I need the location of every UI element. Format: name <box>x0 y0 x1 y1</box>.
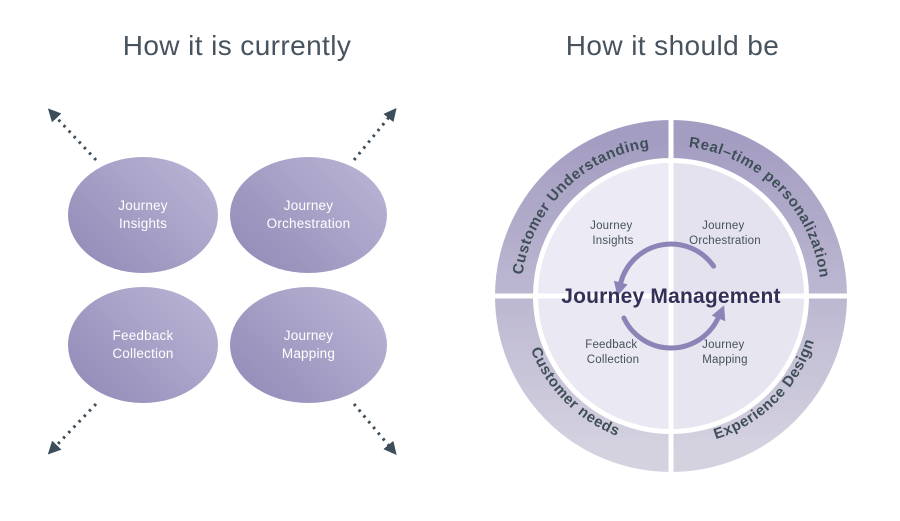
bubble-journey-orchestration: Journey Orchestration <box>230 157 387 273</box>
quadrant-top-right <box>671 163 804 296</box>
cycle-arrows-icon <box>613 241 726 351</box>
expand-arrow-top-right-icon <box>352 107 397 161</box>
bubble-label-line: Feedback <box>112 327 174 343</box>
bubble-journey-insights: Journey Insights <box>68 157 218 273</box>
quadrant-bottom-left <box>538 296 671 429</box>
bubble-label-line: Journey <box>283 197 334 213</box>
journey-management-wheel: Customer Understanding Real–time persona… <box>485 110 857 482</box>
bubble-label-line: Mapping <box>281 346 336 361</box>
expand-arrow-bottom-left-icon <box>47 402 98 455</box>
bubble-label-line: Orchestration <box>266 216 351 231</box>
bubble-label-line: Journey <box>283 327 334 343</box>
quadrant-bottom-right <box>671 296 804 429</box>
expand-arrow-bottom-right-icon <box>352 403 397 455</box>
bubble-label-line: Collection <box>112 346 174 361</box>
quadrant-label-journey-insights: Journey Insights <box>590 220 636 247</box>
bubble-label-line: Insights <box>118 216 168 231</box>
quadrant-top-left <box>538 163 671 296</box>
right-panel-title: How it should be <box>565 30 780 61</box>
inner-disc <box>538 163 804 429</box>
center-label-journey-management: Journey Management <box>561 285 781 308</box>
quadrant-label-journey-mapping: Journey Mapping <box>702 339 748 366</box>
bubble-journey-mapping: Journey Mapping <box>230 287 387 403</box>
bubble-label-line: Journey <box>118 197 168 213</box>
quadrant-label-journey-orchestration: Journey Orchestration <box>689 220 761 247</box>
bubble-feedback-collection: Feedback Collection <box>68 287 218 403</box>
left-panel-title: How it is currently <box>122 30 352 61</box>
quadrant-dividers <box>485 110 857 482</box>
expand-arrow-top-left-icon <box>47 108 98 162</box>
quadrant-label-feedback-collection: Feedback Collection <box>585 339 641 366</box>
